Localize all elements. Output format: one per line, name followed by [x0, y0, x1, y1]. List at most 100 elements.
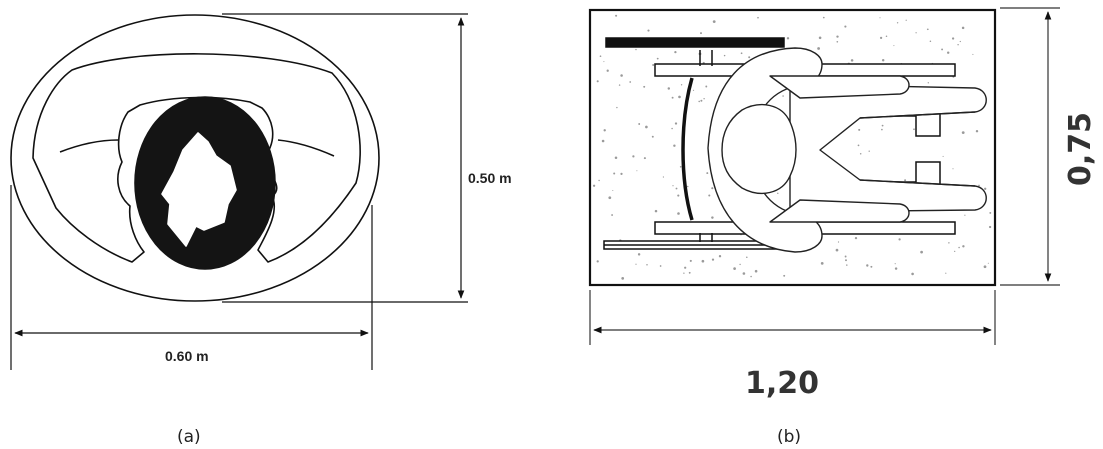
texture-speckle: [688, 271, 691, 274]
texture-speckle: [672, 185, 674, 187]
texture-speckle: [958, 246, 960, 249]
texture-speckle: [818, 36, 822, 40]
height-dimension-a: [222, 13, 468, 303]
texture-speckle: [656, 57, 659, 60]
texture-speckle: [941, 48, 944, 51]
texture-speckle: [683, 272, 685, 274]
texture-speckle: [850, 59, 854, 62]
texture-speckle: [612, 190, 614, 191]
texture-speckle: [677, 194, 680, 197]
texture-speckle: [978, 184, 980, 187]
texture-speckle: [911, 272, 914, 276]
texture-speckle: [894, 263, 896, 265]
texture-speckle: [961, 26, 965, 30]
caption-a: (a): [177, 427, 201, 447]
texture-speckle: [675, 187, 678, 190]
texture-speckle: [673, 144, 676, 147]
texture-speckle: [677, 212, 680, 215]
texture-speckle: [870, 265, 873, 268]
texture-speckle: [599, 55, 602, 58]
texture-speckle: [651, 135, 654, 138]
texture-speckle: [893, 45, 895, 47]
texture-speckle: [703, 98, 705, 100]
width-label-a: 0.60 m: [165, 348, 209, 364]
texture-speckle: [646, 264, 648, 266]
texture-speckle: [711, 258, 715, 261]
texture-speckle: [757, 16, 759, 19]
texture-speckle: [679, 165, 682, 168]
texture-speckle: [857, 144, 860, 147]
texture-speckle: [844, 25, 847, 28]
texture-speckle: [905, 19, 907, 21]
texture-speckle: [606, 69, 609, 72]
seated-person-illustration: [707, 47, 987, 253]
texture-speckle: [700, 99, 703, 102]
width-dimension-b: [589, 290, 996, 345]
texture-speckle: [879, 17, 881, 19]
texture-speckle: [920, 250, 923, 254]
texture-speckle: [746, 256, 748, 259]
texture-speckle: [964, 214, 966, 216]
texture-speckle: [684, 266, 687, 269]
texture-speckle: [915, 32, 917, 34]
texture-speckle: [636, 170, 638, 172]
texture-speckle: [596, 260, 599, 263]
texture-speckle: [645, 125, 648, 129]
texture-speckle: [635, 48, 637, 51]
texture-speckle: [601, 139, 605, 143]
texture-speckle: [674, 122, 678, 125]
texture-speckle: [927, 82, 929, 84]
texture-speckle: [881, 59, 885, 62]
wheel-top: [605, 37, 785, 48]
texture-speckle: [598, 179, 600, 182]
person-top-view-illustration: [10, 14, 380, 302]
texture-speckle: [835, 248, 839, 252]
texture-speckle: [620, 172, 623, 176]
texture-speckle: [718, 255, 722, 258]
texture-speckle: [705, 85, 708, 88]
texture-speckle: [608, 196, 612, 200]
texture-speckle: [975, 129, 979, 133]
texture-speckle: [904, 179, 907, 182]
texture-speckle: [988, 225, 992, 229]
width-label-b: 1,20: [745, 366, 819, 401]
texture-speckle: [896, 22, 899, 24]
texture-speckle: [820, 262, 824, 265]
texture-speckle: [603, 61, 605, 63]
texture-speckle: [662, 176, 665, 178]
texture-speckle: [616, 106, 618, 109]
texture-speckle: [614, 156, 618, 159]
head-highlight: [161, 132, 237, 247]
texture-speckle: [748, 56, 751, 59]
texture-speckle: [866, 264, 869, 267]
texture-speckle: [948, 242, 950, 244]
texture-speckle: [686, 185, 689, 188]
texture-speckle: [700, 32, 702, 35]
texture-speckle: [879, 36, 883, 40]
texture-speckle: [706, 172, 709, 175]
texture-speckle: [854, 236, 858, 240]
texture-speckle: [913, 128, 915, 131]
texture-speckle: [740, 52, 743, 55]
texture-speckle: [881, 124, 884, 127]
texture-speckle: [858, 128, 861, 131]
texture-speckle: [750, 275, 752, 278]
texture-speckle: [952, 168, 954, 170]
texture-speckle: [711, 216, 714, 219]
texture-speckle: [674, 50, 677, 54]
texture-speckle: [712, 20, 716, 23]
texture-speckle: [959, 40, 961, 43]
texture-speckle: [962, 245, 965, 248]
texture-speckle: [989, 211, 992, 214]
texture-speckle: [885, 35, 888, 38]
texture-speckle: [782, 95, 784, 97]
texture-speckle: [678, 95, 681, 99]
height-label-a: 0.50 m: [468, 170, 512, 186]
width-dimension-a: [10, 185, 373, 370]
texture-speckle: [654, 209, 658, 213]
texture-speckle: [708, 194, 711, 197]
texture-speckle: [621, 277, 625, 280]
texture-speckle: [957, 44, 959, 46]
texture-speckle: [613, 172, 616, 175]
